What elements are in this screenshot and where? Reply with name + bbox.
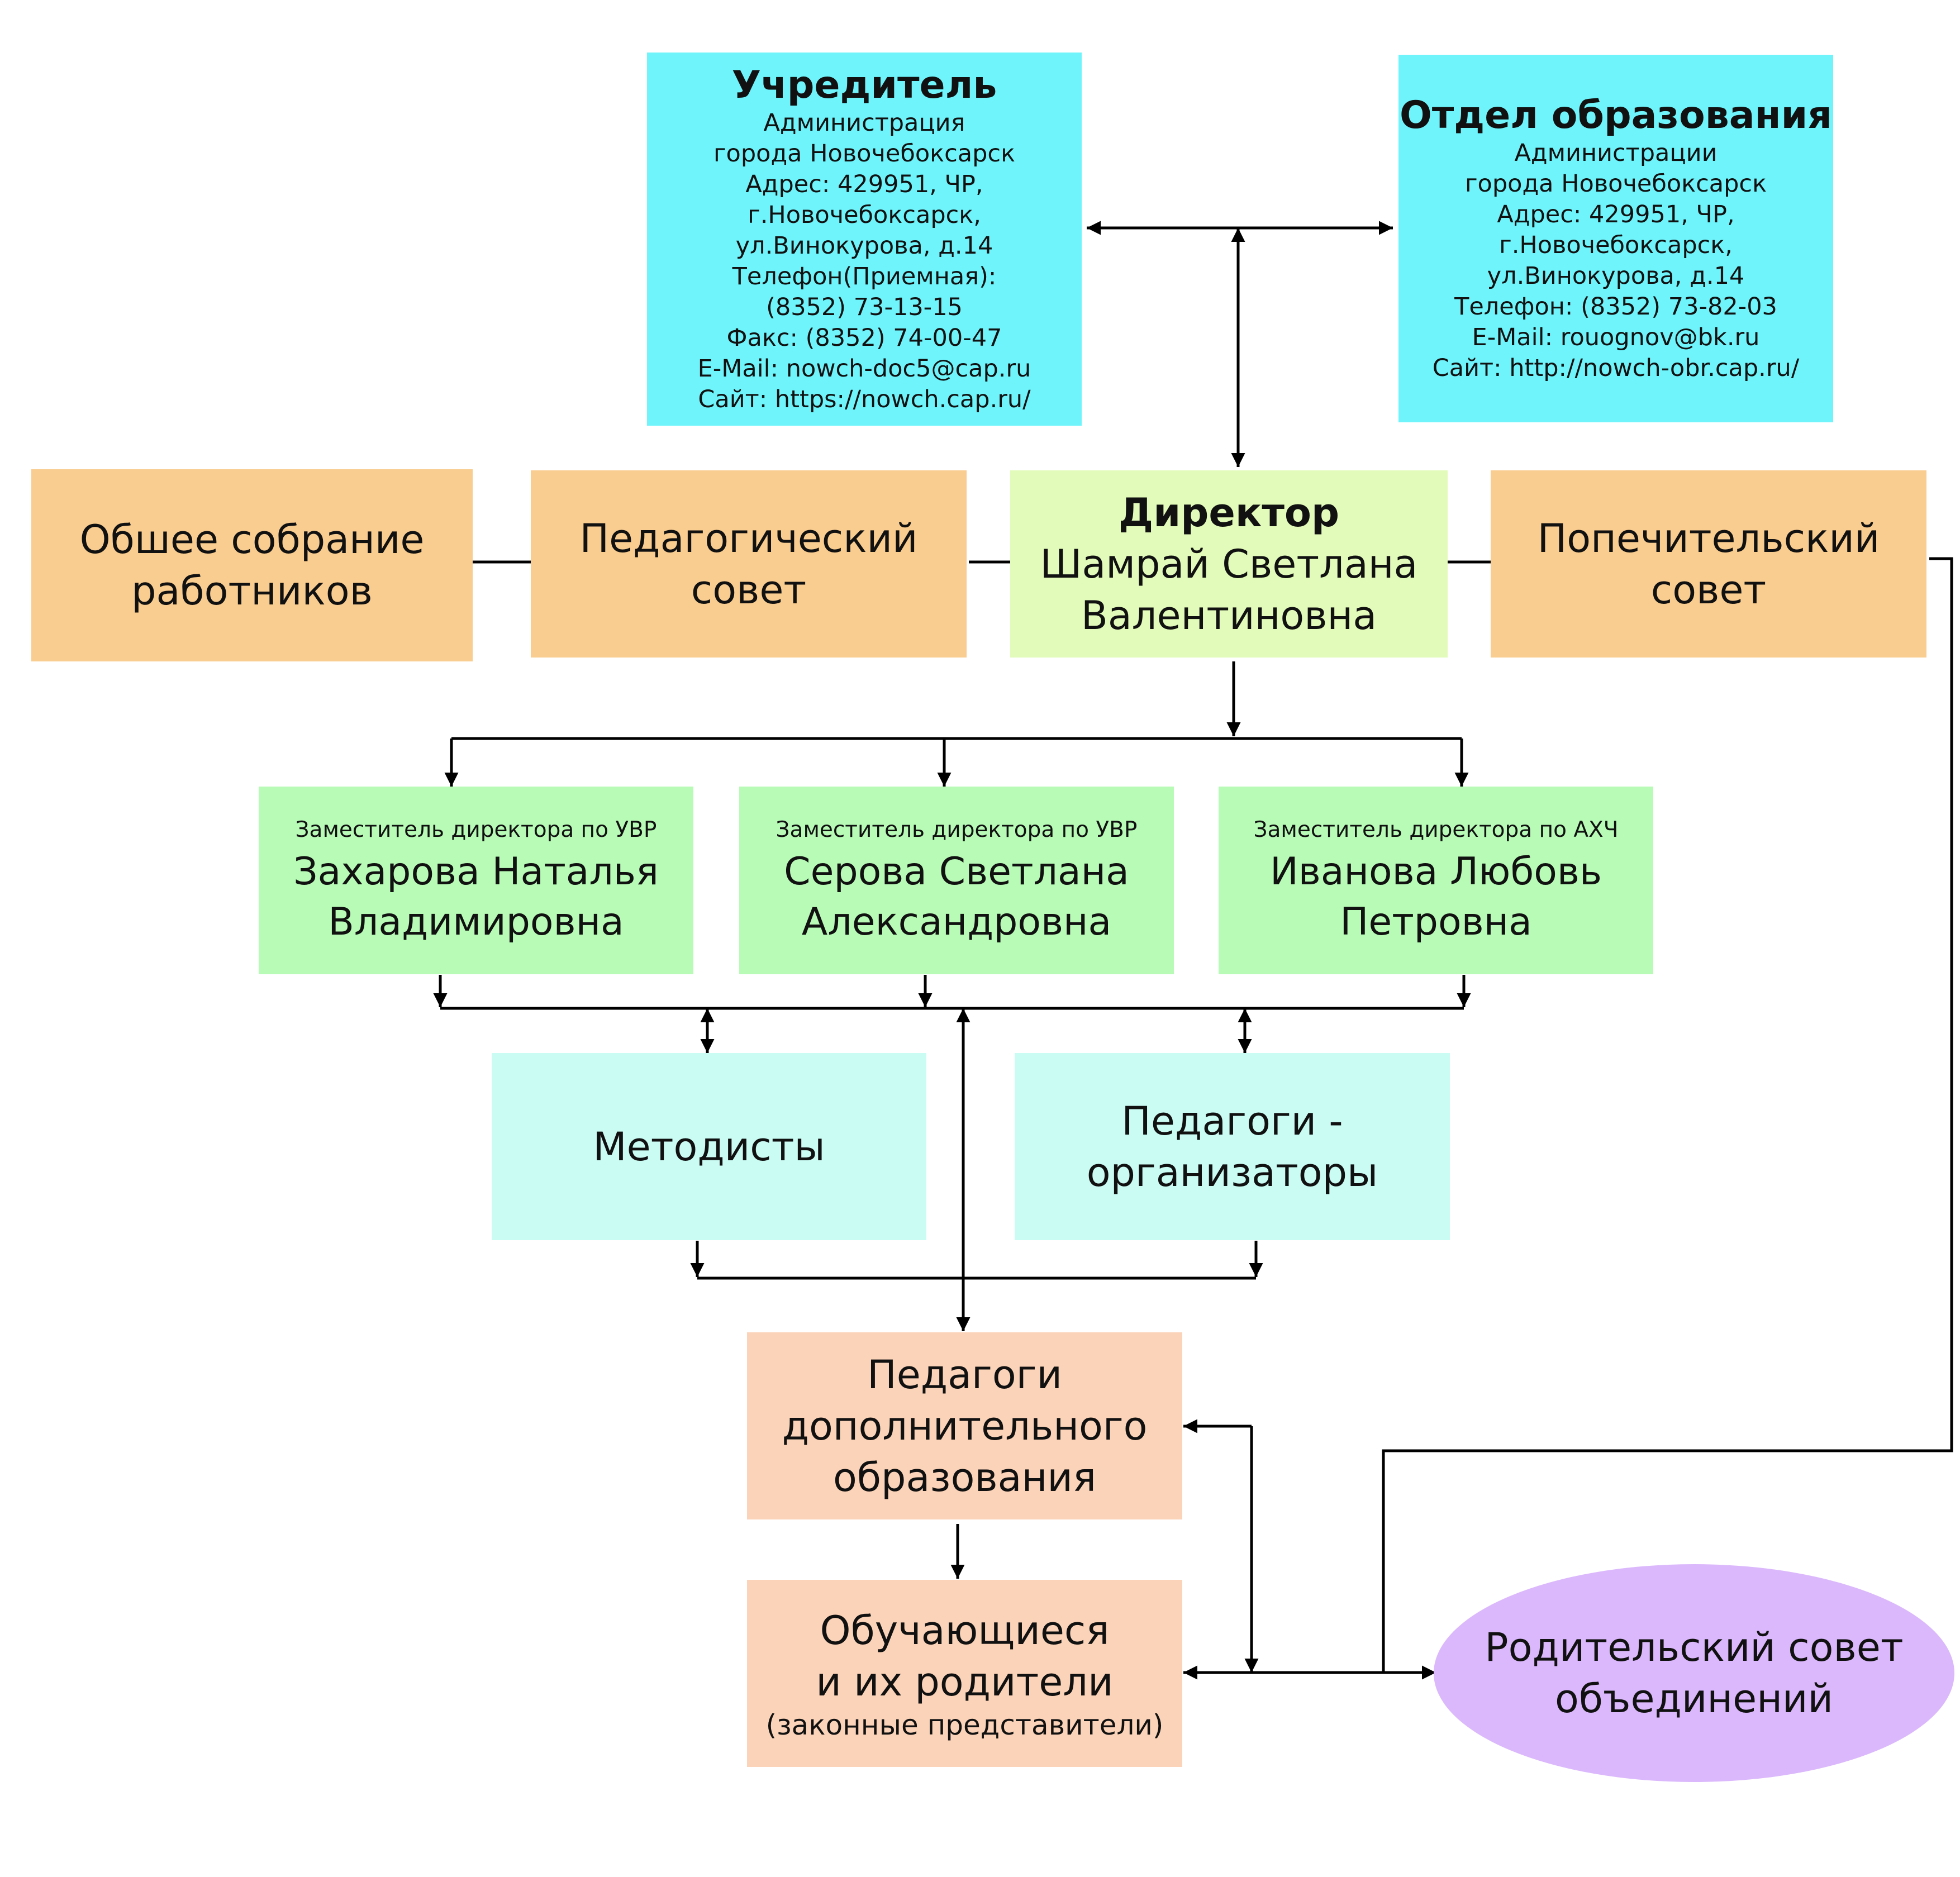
founder-line: E-Mail: nowch-doc5@cap.ru (697, 355, 1031, 383)
parents-council-label: объединений (1555, 1676, 1833, 1722)
pedagogical-council-label: совет (691, 566, 807, 613)
students-parents-box: Обучающиеся и их родители (законные пред… (747, 1580, 1182, 1767)
parents-council-ellipse: Родительский совет объединений (1434, 1564, 1954, 1782)
director-title: Директор (1118, 489, 1340, 536)
additional-ed-teachers-label: дополнительного (782, 1403, 1148, 1449)
additional-ed-teachers-label: образования (833, 1454, 1096, 1500)
education-dept-line: ул.Винокурова, д.14 (1487, 262, 1745, 290)
director-name: Валентиновна (1081, 592, 1377, 639)
students-parents-note: (законные представители) (765, 1708, 1164, 1741)
deputy-name: Александровна (801, 900, 1112, 944)
director-box: Директор Шамрай Светлана Валентиновна (1010, 470, 1448, 658)
director-name: Шамрай Светлана (1040, 541, 1418, 587)
education-dept-line: Администрации (1514, 139, 1718, 167)
general-meeting-label: работников (131, 568, 373, 614)
deputy-role: Заместитель директора по УВР (295, 817, 657, 842)
education-dept-line: Телефон: (8352) 73-82-03 (1454, 293, 1777, 321)
methodists-box: Методисты (492, 1053, 926, 1240)
founder-line: Сайт: https://nowch.cap.ru/ (698, 385, 1031, 413)
deputy-card: Заместитель директора по УВР Захарова На… (259, 787, 693, 974)
deputy-name: Иванова Любовь (1269, 850, 1602, 894)
education-dept-line: E-Mail: rouognov@bk.ru (1472, 323, 1760, 351)
pedagogical-council-label: Педагогический (579, 515, 918, 561)
general-meeting-label: Обшее собрание (79, 517, 425, 563)
education-dept-line: Сайт: http://nowch-obr.cap.ru/ (1432, 354, 1800, 382)
pedagogue-organizers-label: Педагоги - (1121, 1098, 1343, 1144)
founder-line: города Новочебоксарск (713, 140, 1016, 168)
deputy-card: Заместитель директора по АХЧ Иванова Люб… (1219, 787, 1653, 974)
deputy-name: Владимировна (328, 900, 624, 944)
pedagogue-organizers-label: организаторы (1086, 1149, 1378, 1195)
founder-line: Факс: (8352) 74-00-47 (726, 324, 1002, 352)
board-of-trustees-label: совет (1650, 566, 1767, 613)
deputy-card: Заместитель директора по УВР Серова Свет… (739, 787, 1174, 974)
founder-line: Телефон(Приемная): (732, 263, 997, 290)
general-meeting-box: Обшее собрание работников (31, 469, 473, 661)
founder-line: г.Новочебоксарск, (748, 201, 981, 229)
students-parents-label: Обучающиеся (820, 1607, 1110, 1654)
education-dept-box: Отдел образования Администрации города Н… (1398, 55, 1833, 422)
education-dept-line: Адрес: 429951, ЧР, (1497, 201, 1735, 228)
education-dept-title: Отдел образования (1400, 93, 1832, 137)
methodists-label: Методисты (593, 1123, 825, 1170)
founder-line: (8352) 73-13-15 (766, 293, 963, 321)
board-of-trustees-box: Попечительский совет (1491, 470, 1926, 658)
founder-line: ул.Винокурова, д.14 (735, 232, 993, 260)
founder-box: Учредитель Администрация города Новочебо… (647, 53, 1082, 426)
education-dept-line: города Новочебоксарск (1464, 170, 1767, 198)
deputy-name: Серова Светлана (784, 850, 1129, 894)
deputy-role: Заместитель директора по АХЧ (1253, 817, 1619, 842)
founder-title: Учредитель (731, 63, 997, 107)
students-parents-label: и их родители (816, 1659, 1114, 1705)
deputy-name: Захарова Наталья (293, 850, 659, 894)
additional-ed-teachers-label: Педагоги (867, 1351, 1062, 1398)
founder-line: Адрес: 429951, ЧР, (745, 170, 983, 198)
link-trustees-parents-council (1382, 557, 1953, 1673)
board-of-trustees-label: Попечительский (1537, 515, 1880, 561)
education-dept-line: г.Новочебоксарск, (1499, 231, 1733, 259)
pedagogue-organizers-box: Педагоги - организаторы (1015, 1053, 1450, 1240)
additional-ed-teachers-box: Педагоги дополнительного образования (747, 1332, 1182, 1519)
parents-council-label: Родительский совет (1485, 1624, 1904, 1670)
founder-line: Администрация (763, 109, 965, 137)
pedagogical-council-box: Педагогический совет (531, 470, 967, 658)
deputy-name: Петровна (1340, 900, 1532, 944)
deputy-role: Заместитель директора по УВР (776, 817, 1138, 842)
